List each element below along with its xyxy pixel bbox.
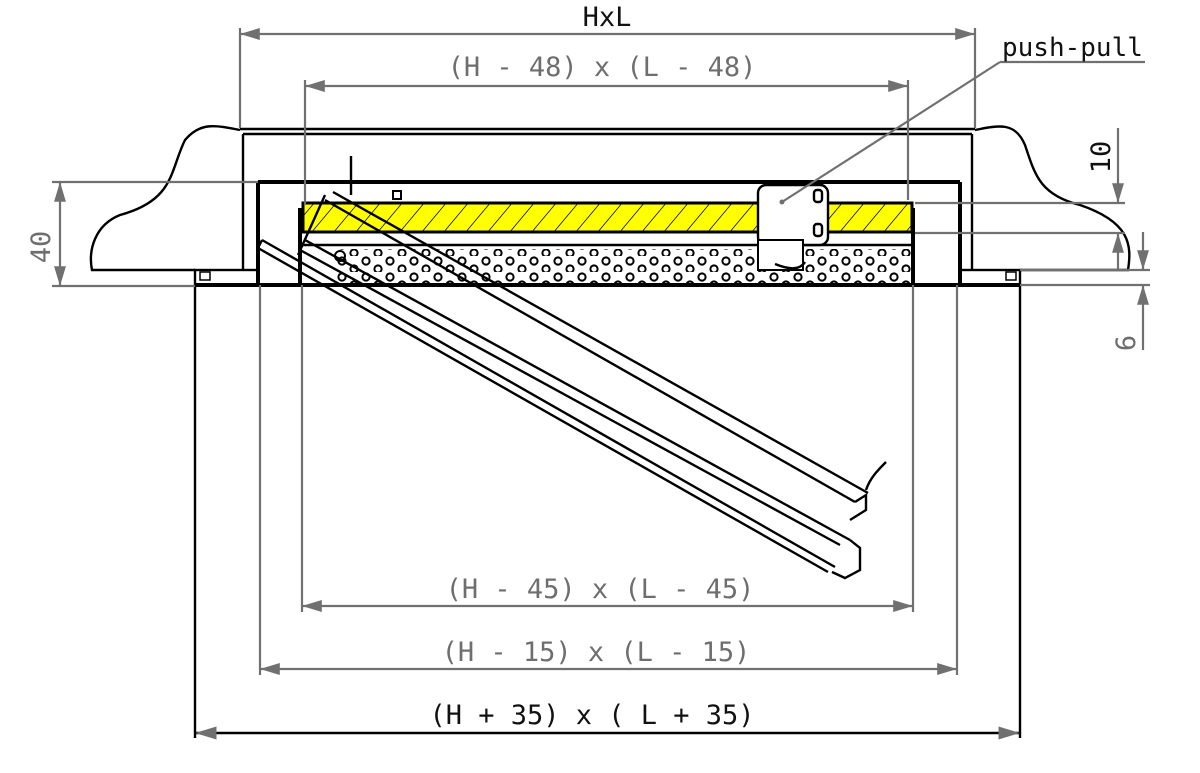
dimension-label-inner-top: (H - 48) x (L - 48) xyxy=(448,52,757,83)
dimension-depth: 40 xyxy=(26,180,258,288)
dimension-label-frame-opening: (H - 15) x (L - 15) xyxy=(442,637,751,668)
push-pull-latch xyxy=(756,183,830,271)
dimension-outer-flange: (H + 35) x ( L + 35) xyxy=(195,700,1020,740)
perforated-panel xyxy=(335,249,912,283)
push-pull-label: push-pull xyxy=(1002,33,1143,63)
dimension-label-inner-opening: (H - 45) x (L - 45) xyxy=(446,574,755,605)
dimension-panel-offset: 10 xyxy=(915,128,1125,270)
dimension-flange-thickness: 6 xyxy=(1020,232,1150,351)
dimension-inner-top: (H - 48) x (L - 48) xyxy=(303,52,910,205)
flange xyxy=(193,268,1022,287)
dimension-inner-opening: (H - 45) x (L - 45) xyxy=(302,574,913,612)
lower-frame-lines xyxy=(193,285,1022,738)
dimension-label-outer-flange: (H + 35) x ( L + 35) xyxy=(429,700,754,731)
wall-profile-left xyxy=(89,124,241,272)
dimension-label-flange-thickness: 6 xyxy=(1111,335,1142,351)
open-door-leaf xyxy=(256,190,887,580)
dimension-frame-opening: (H - 15) x (L - 15) xyxy=(260,637,957,675)
dimension-label-panel-offset: 10 xyxy=(1086,141,1117,174)
wall-profile-right xyxy=(974,125,1131,272)
dimension-label-depth: 40 xyxy=(26,231,57,264)
dimension-label-overall: HxL xyxy=(583,2,632,33)
push-pull-callout: push-pull xyxy=(779,33,1145,205)
